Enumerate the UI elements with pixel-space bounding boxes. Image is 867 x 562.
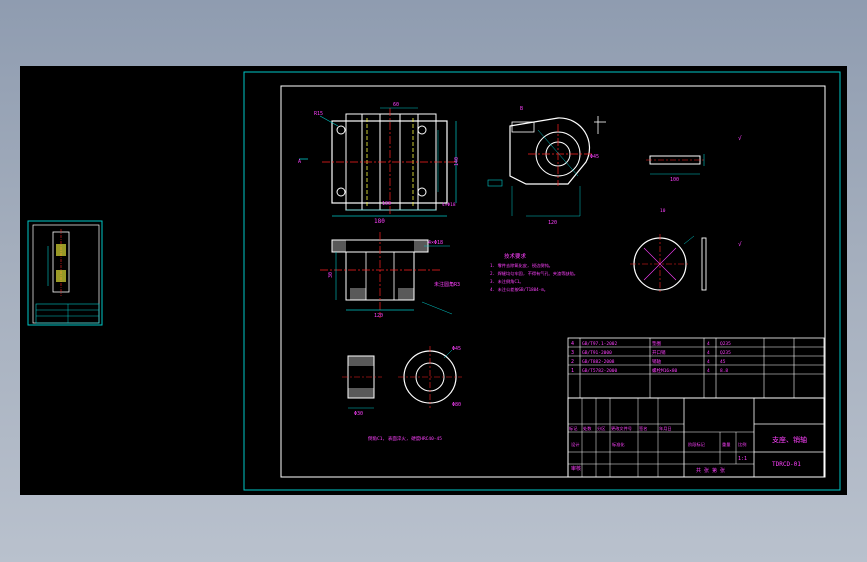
dim-text: 120	[548, 220, 557, 226]
section-hatch	[332, 240, 346, 252]
bom-cell-code: GB/T91-2000	[582, 350, 612, 356]
thumbnail-hidden-mark	[56, 270, 66, 282]
bom-row[interactable]: 2 GB/T882-2008 销轴 4 45	[571, 358, 726, 365]
lug-side-view[interactable]: 120 Φ45 B	[487, 106, 606, 226]
bom-cell-code: GB/T97.1-2002	[582, 341, 618, 347]
bolt-hole	[336, 187, 346, 197]
sheet-count: 共 张 第 张	[696, 467, 725, 474]
tech-req-line: 1. 零件去除氧化皮, 锐边倒钝。	[490, 262, 553, 269]
base-top-view[interactable]: 180 100 60 140 R15 4×Φ18 A	[298, 102, 460, 225]
dim-text: Φ30	[354, 411, 363, 417]
view-label-a: A	[298, 159, 301, 165]
cad-viewport[interactable]: 180 100 60 140 R15 4×Φ18 A 120 4×Φ18 30 …	[20, 66, 847, 495]
bom-cell-qty: 4	[707, 341, 710, 347]
dim-text: Φ45	[452, 346, 461, 352]
drawing-frame	[280, 85, 826, 478]
sheet-border	[243, 71, 841, 491]
tech-req-line: 4. 未注公差按GB/T1804-m。	[490, 286, 548, 293]
title-row2-cell: 重量	[722, 441, 730, 448]
washer-view[interactable]: √	[630, 234, 742, 294]
dim-text: 180	[374, 218, 385, 225]
roughness-symbol: √	[738, 241, 742, 248]
tech-req-line: 2. 焊缝均匀牢固, 不得有气孔、夹渣等缺陷。	[490, 270, 578, 277]
bom-cell-material: Q235	[720, 350, 731, 356]
bom-row[interactable]: 1 GB/T5782-2000 螺栓M16×80 4 8.8	[571, 367, 728, 374]
pin-shaft-view[interactable]: 100 √ 10	[646, 135, 742, 214]
technical-requirements: 技术要求 1. 零件去除氧化皮, 锐边倒钝。 2. 焊缝均匀牢固, 不得有气孔、…	[490, 252, 578, 293]
title-header-cell: 处数	[583, 425, 592, 432]
note-text: 倒角C1, 表面淬火, 硬度HRC40-45	[368, 435, 442, 442]
title-header-cell: 标记	[569, 425, 578, 432]
bom-cell-qty: 4	[707, 368, 710, 374]
lug-outline	[509, 117, 591, 185]
title-header-cell: 分区	[597, 425, 605, 432]
dim-text: Φ80	[452, 402, 461, 408]
scale-value: 1:1	[738, 456, 747, 462]
bushing-view[interactable]: Φ30 Φ45 Φ80 倒角C1, 表面淬火, 硬度HRC40-45	[342, 346, 462, 442]
dim-text: 30	[328, 272, 334, 278]
title-header-cell: 签名	[639, 425, 647, 432]
bom-cell-qty: 4	[707, 359, 710, 365]
washer-edge	[701, 237, 707, 291]
note-text: 未注圆角R3	[434, 281, 460, 288]
drawing-number: TDRCD-01	[772, 461, 801, 468]
title-header-cell: 更改文件号	[611, 425, 632, 432]
title-row2-cell: 设计	[571, 441, 579, 448]
bom-cell-code: GB/T882-2008	[582, 359, 615, 365]
title-row2-cell: 比例	[738, 441, 746, 448]
bom-cell-material: Q235	[720, 341, 731, 347]
roughness-symbol: √	[738, 135, 742, 142]
dim-text: 100	[382, 201, 391, 207]
base-section-view[interactable]: 120 4×Φ18 30 未注圆角R3	[320, 232, 460, 319]
drawing-canvas: 180 100 60 140 R15 4×Φ18 A 120 4×Φ18 30 …	[27, 71, 841, 491]
dim-text: 140	[454, 157, 460, 166]
dim-text: 4×Φ18	[428, 240, 443, 246]
thumbnail-title-block	[35, 303, 100, 324]
section-hatch	[414, 240, 428, 252]
thumbnail-sheet[interactable]	[27, 220, 103, 326]
bom-row[interactable]: 4 GB/T97.1-2002 垫圈 4 Q235	[571, 340, 731, 347]
bom-cell-no: 1	[571, 368, 574, 374]
bom-cell-no: 2	[571, 359, 574, 365]
bom-cell-no: 3	[571, 350, 574, 356]
signature-label: 审核	[571, 465, 581, 472]
tech-req-line: 3. 未注倒角C1。	[490, 278, 524, 285]
bom-cell-name: 开口销	[652, 349, 666, 356]
title-block[interactable]: 标记处数分区更改文件号签名 年月日 设计 标准化 阶段标记 重量 比例 支座、销轴 TDR…	[567, 397, 825, 478]
bolt-hole	[336, 125, 346, 135]
thumbnail-hidden-mark	[56, 244, 66, 256]
dim-text: R15	[314, 111, 323, 117]
bom-cell-material: 8.8	[720, 368, 728, 374]
bom-cell-qty: 4	[707, 350, 710, 356]
bom-cell-code: GB/T5782-2000	[582, 368, 618, 374]
tech-req-title: 技术要求	[504, 252, 527, 260]
view-label-b: B	[520, 106, 523, 112]
note-text: 10	[660, 208, 666, 214]
title-row2-cell: 标准化	[612, 441, 625, 448]
dim-text: 120	[374, 313, 383, 319]
bom-cell-name: 销轴	[652, 358, 661, 365]
bom-cell-material: 45	[720, 359, 726, 365]
datum-box	[487, 179, 503, 187]
sheet-title: 支座、销轴	[772, 435, 807, 444]
title-row2-cell: 阶段标记	[688, 441, 706, 448]
title-header-cell: 年月日	[659, 425, 672, 432]
bolt-hole	[417, 187, 427, 197]
bom-row[interactable]: 3 GB/T91-2000 开口销 4 Q235	[571, 349, 731, 356]
dim-text: 60	[393, 102, 399, 108]
dim-text: 4×Φ18	[442, 202, 456, 208]
bom-cell-no: 4	[571, 341, 574, 347]
bom-cell-name: 螺栓M16×80	[652, 367, 678, 374]
dim-text: Φ45	[590, 154, 599, 160]
dim-text: 100	[670, 177, 679, 183]
bolt-hole	[417, 125, 427, 135]
bom-cell-name: 垫圈	[652, 340, 661, 347]
thumbnail-border	[27, 220, 103, 326]
